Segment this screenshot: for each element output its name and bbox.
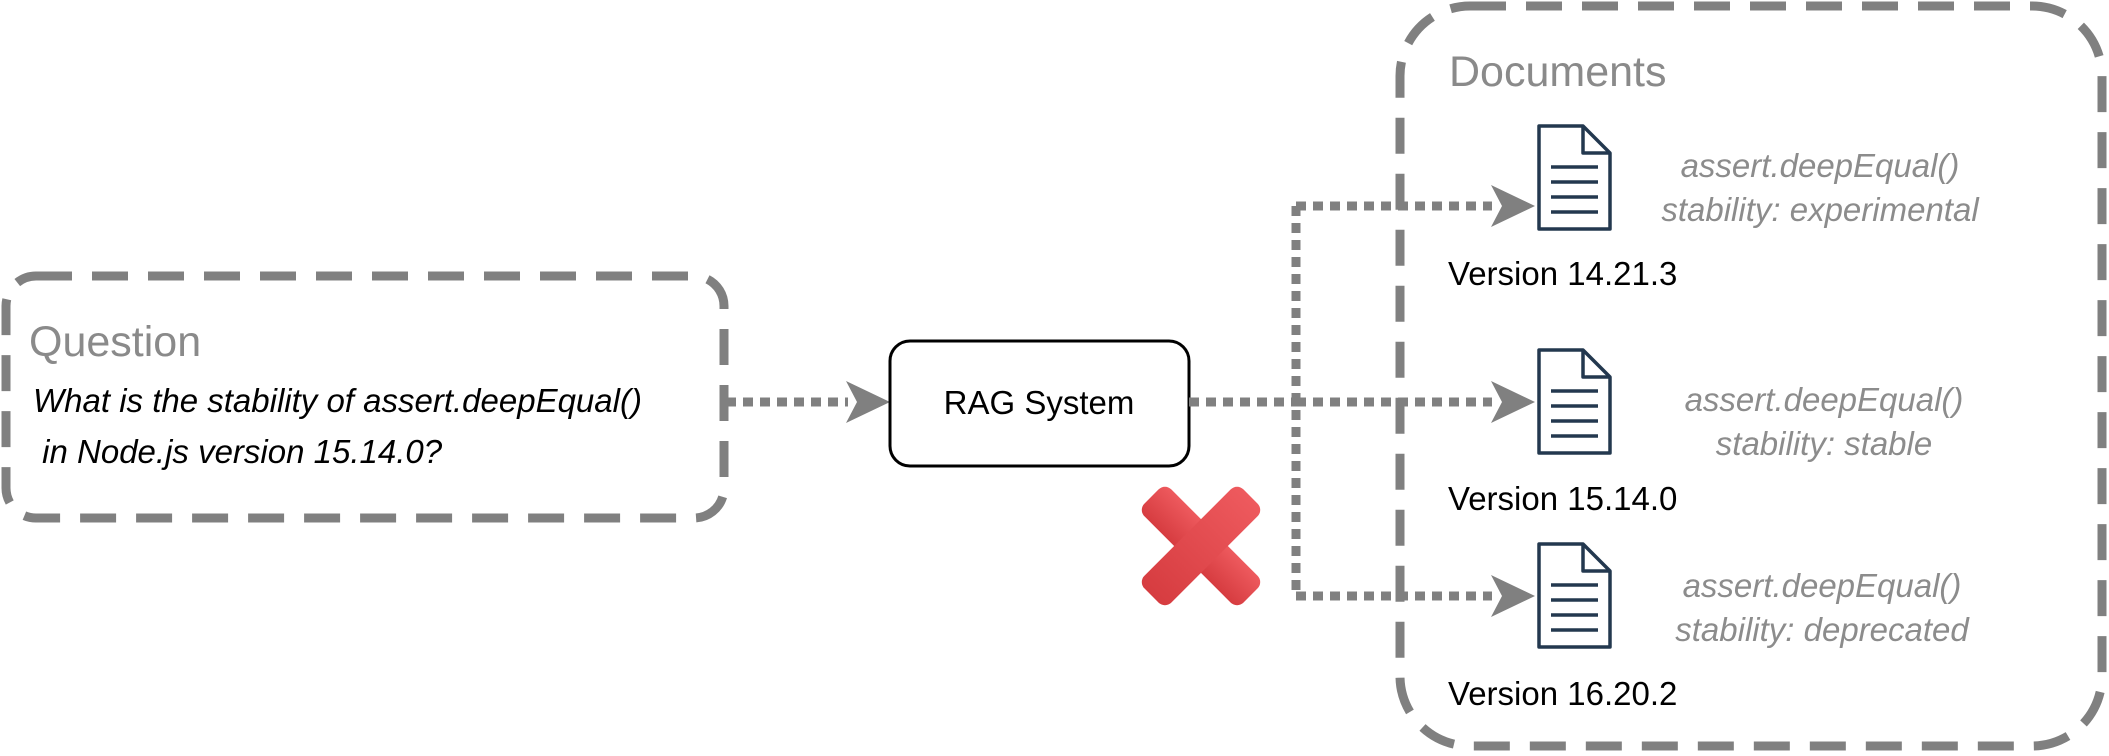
red-cross-icon bbox=[1141, 486, 1261, 606]
document-item: Version 16.20.2 assert.deepEqual() stabi… bbox=[1448, 542, 1970, 712]
document-item: Version 15.14.0 assert.deepEqual() stabi… bbox=[1448, 348, 1964, 517]
document-function: assert.deepEqual() bbox=[1685, 381, 1964, 418]
document-icon bbox=[1537, 348, 1612, 455]
rag-system-node: RAG System bbox=[888, 339, 1191, 468]
document-stability: stability: stable bbox=[1716, 425, 1932, 462]
arrowhead-doc2 bbox=[1491, 381, 1535, 423]
question-title: Question bbox=[29, 318, 201, 366]
rag-system-label: RAG System bbox=[944, 384, 1135, 421]
question-box bbox=[1, 271, 729, 523]
documents-group: Documents bbox=[1395, 1, 2107, 751]
document-icon bbox=[1537, 124, 1612, 231]
question-text-line1: What is the stability of assert.deepEqua… bbox=[33, 382, 642, 419]
arrows-rag-to-documents bbox=[1189, 201, 1492, 601]
question-group: Question What is the stability of assert… bbox=[1, 271, 729, 523]
document-version: Version 16.20.2 bbox=[1448, 675, 1677, 712]
documents-box bbox=[1395, 1, 2107, 751]
arrowhead-doc1 bbox=[1491, 185, 1535, 227]
document-stability: stability: deprecated bbox=[1675, 611, 1970, 648]
arrowhead-doc3 bbox=[1491, 575, 1535, 617]
arrow-question-to-rag bbox=[726, 381, 890, 423]
documents-title: Documents bbox=[1449, 48, 1666, 96]
document-function: assert.deepEqual() bbox=[1681, 147, 1960, 184]
document-icon bbox=[1537, 542, 1612, 649]
document-item: Version 14.21.3 assert.deepEqual() stabi… bbox=[1448, 124, 1980, 292]
document-function: assert.deepEqual() bbox=[1683, 567, 1962, 604]
document-version: Version 15.14.0 bbox=[1448, 480, 1677, 517]
document-stability: stability: experimental bbox=[1661, 191, 1980, 228]
arrowheads bbox=[1491, 185, 1535, 617]
document-version: Version 14.21.3 bbox=[1448, 255, 1677, 292]
question-text-line2: in Node.js version 15.14.0? bbox=[33, 433, 443, 470]
